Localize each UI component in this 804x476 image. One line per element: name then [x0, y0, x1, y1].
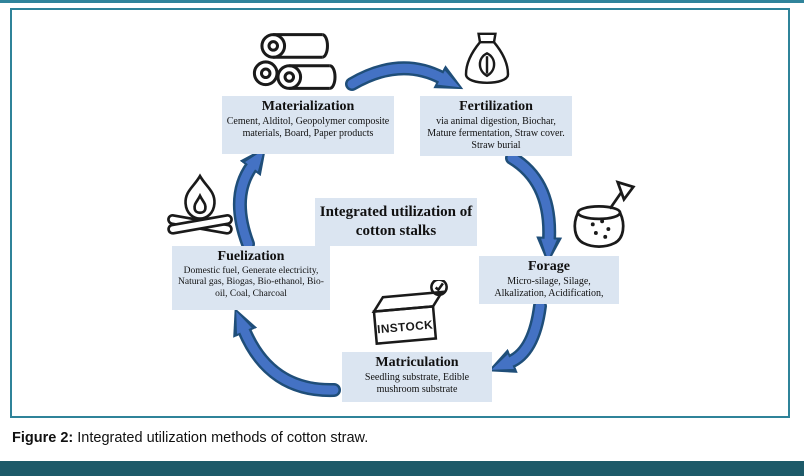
instock-label: INSTOCK — [377, 318, 434, 337]
arrow-materialization-to-fertilization — [345, 61, 464, 91]
node-description: Seedling substrate, Edible mushroom subs… — [364, 371, 470, 395]
arrow-fuelization-to-materialization — [233, 146, 267, 251]
arrow-fertilization-to-forage — [505, 151, 563, 264]
center-title-box: Integrated utilization of cotton stalks — [315, 198, 477, 246]
figure-caption-label: Figure 2: — [12, 430, 74, 446]
figure-caption-text: Integrated utilization methods of cotton… — [73, 430, 369, 446]
node-forage: Forage Micro-silage, Silage, Alkalizatio… — [479, 256, 619, 304]
arrow-matriculation-to-fuelization — [233, 307, 341, 398]
arrow-forage-to-matriculation — [487, 299, 547, 373]
node-matriculation: Matriculation Seedling substrate, Edible… — [342, 352, 492, 402]
node-description: Micro-silage, Silage, Alkalization, Acid… — [494, 275, 604, 299]
center-title: Integrated utilization of cotton stalks — [319, 203, 473, 240]
top-divider — [0, 0, 804, 3]
node-title: Materialization — [261, 99, 355, 114]
node-title: Matriculation — [375, 355, 459, 370]
footer-bar — [0, 461, 804, 476]
node-title: Fertilization — [459, 99, 533, 114]
campfire-icon — [167, 173, 233, 235]
node-materialization: Materialization Cement, Alditol, Geopoly… — [222, 96, 394, 154]
node-description: Cement, Alditol, Geopolymer composite ma… — [226, 115, 390, 139]
node-fertilization: Fertilization via animal digestion, Bioc… — [420, 96, 572, 156]
figure-caption: Figure 2: Integrated utilization methods… — [12, 430, 368, 446]
instock-box-icon: INSTOCK — [371, 280, 448, 346]
node-title: Forage — [528, 259, 570, 274]
paper-rolls-icon — [252, 33, 337, 90]
fertilizer-sack-icon — [464, 32, 510, 84]
node-description: Domestic fuel, Generate electricity, Nat… — [178, 265, 324, 299]
feed-bag-icon — [573, 180, 636, 248]
node-title: Fuelization — [217, 249, 285, 264]
node-description: via animal digestion, Biochar, Mature fe… — [427, 115, 565, 152]
node-fuelization: Fuelization Domestic fuel, Generate elec… — [172, 246, 330, 310]
